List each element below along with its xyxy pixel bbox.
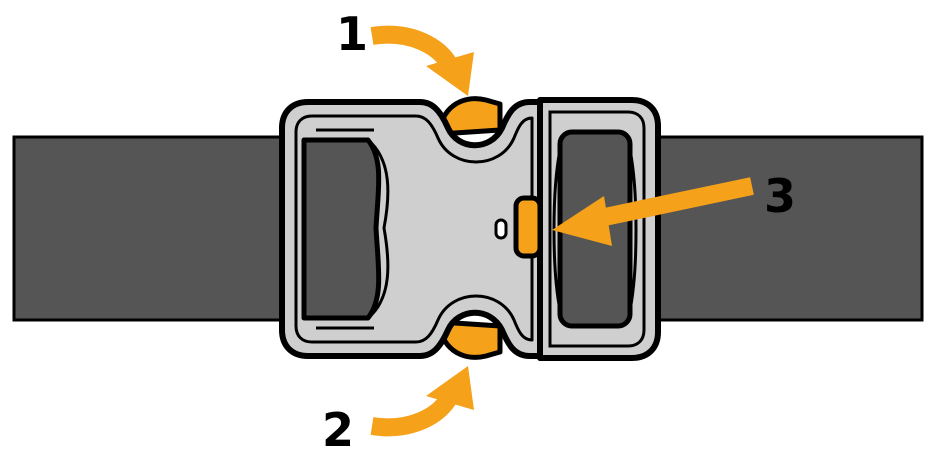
arrow-2-shaft — [370, 391, 459, 437]
step-2-label: 2 — [322, 403, 354, 457]
curved-arrow-up-icon — [426, 366, 474, 410]
center-latch — [513, 195, 543, 259]
male-slot-rim — [367, 138, 390, 320]
male-strap-slot — [301, 137, 382, 321]
curved-arrow-down-icon — [426, 52, 474, 96]
strap-left — [12, 135, 316, 322]
arrow-3-shaft — [598, 177, 754, 227]
top-release-tab — [437, 96, 503, 137]
male-vent-hole — [494, 218, 508, 240]
strap-right — [628, 135, 924, 322]
buckle-male-inner-outline — [294, 114, 534, 344]
straight-arrow-left-icon — [552, 196, 612, 246]
female-slot-rim-right — [628, 149, 638, 311]
step-1-label: 1 — [336, 7, 368, 61]
step-3-label: 3 — [764, 169, 796, 223]
arrow-1-shaft — [370, 25, 459, 71]
buckle-female-inner-outline — [548, 110, 646, 348]
